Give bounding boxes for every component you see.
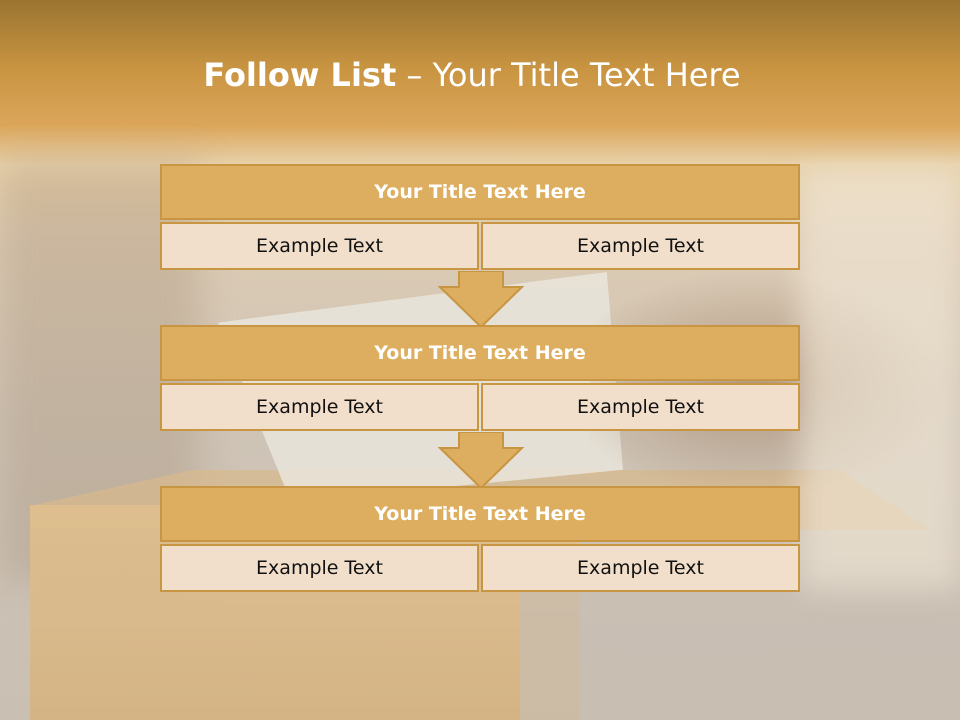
title-bold: Follow List	[203, 56, 397, 94]
step-3-cell-left: Example Text	[160, 544, 479, 592]
step-row-2: Example Text Example Text	[160, 383, 800, 431]
step-row-1: Example Text Example Text	[160, 222, 800, 270]
step-block-3: Your Title Text Here Example Text Exampl…	[160, 486, 800, 592]
step-row-3: Example Text Example Text	[160, 544, 800, 592]
step-1-cell-right: Example Text	[481, 222, 800, 270]
step-title-1: Your Title Text Here	[160, 164, 800, 220]
step-title-2: Your Title Text Here	[160, 325, 800, 381]
step-2-cell-right: Example Text	[481, 383, 800, 431]
step-block-1: Your Title Text Here Example Text Exampl…	[160, 164, 800, 270]
step-block-2: Your Title Text Here Example Text Exampl…	[160, 325, 800, 431]
slide-title: Follow List – Your Title Text Here	[0, 52, 944, 98]
step-1-cell-left: Example Text	[160, 222, 479, 270]
step-title-3: Your Title Text Here	[160, 486, 800, 542]
down-arrow-icon	[438, 432, 524, 490]
title-rest: – Your Title Text Here	[396, 56, 741, 94]
step-3-cell-right: Example Text	[481, 544, 800, 592]
down-arrow-icon	[438, 271, 524, 329]
background-sleeve	[800, 170, 960, 590]
step-2-cell-left: Example Text	[160, 383, 479, 431]
